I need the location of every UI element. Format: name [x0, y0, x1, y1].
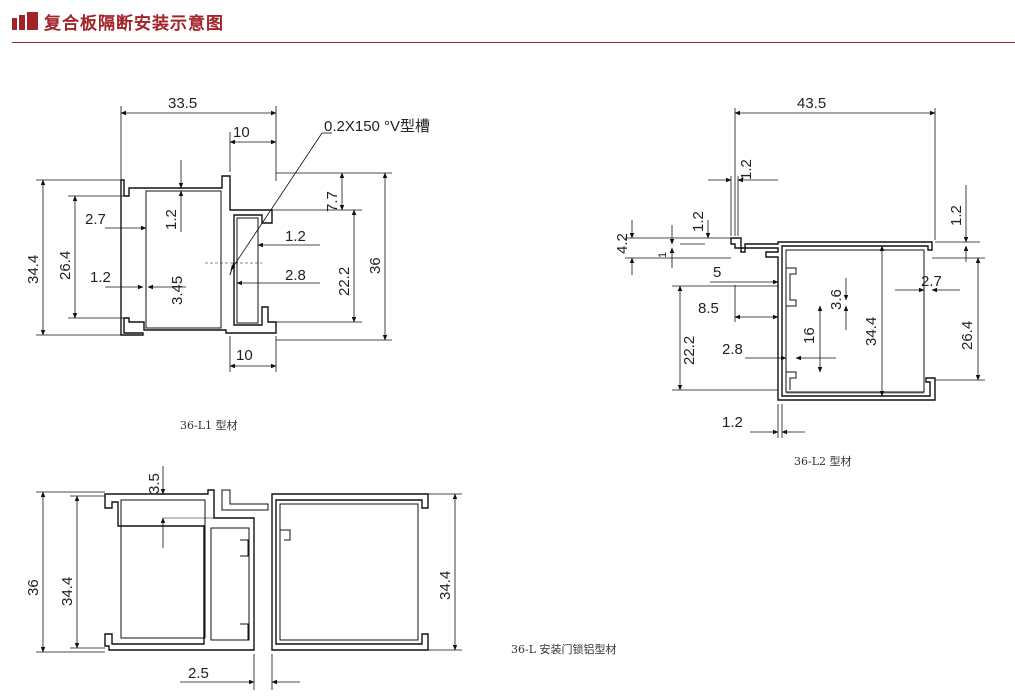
- l2-dim-offset: 8.5: [698, 300, 719, 317]
- profile-l1-drawing: [36, 106, 392, 372]
- lock-insert-slot-low: [240, 623, 249, 641]
- l2-dim-width: 43.5: [797, 95, 826, 112]
- l1-profile-outline: [120, 175, 277, 336]
- l2-dim-slot-gap: 2.8: [722, 341, 743, 358]
- l1-dim-lip-b: 3.45: [169, 276, 186, 305]
- l2-dim-tab-height: 1.2: [690, 211, 707, 232]
- l1-dim-outer-height: 34.4: [25, 255, 42, 284]
- l1-dim-bottom-slot: 10: [236, 347, 253, 364]
- header-bar-icon: [12, 12, 38, 30]
- lock-dim-top-step: 3.5: [146, 473, 163, 494]
- l1-dim-step: 7.7: [324, 191, 341, 212]
- l2-dim-lip: 5: [713, 264, 721, 281]
- l2-caption: 36-L2 型材: [794, 455, 852, 468]
- lock-mid-clip: [221, 489, 269, 511]
- lock-right-clip: [280, 529, 291, 541]
- lock-insert: [210, 527, 250, 641]
- l2-dim-span-left: 22.2: [681, 336, 698, 365]
- page-header: 复合板隔断安装示意图: [0, 0, 1015, 44]
- profile-l2-labels: 43.5 1.2 1.2 4.2 1 5 8.5 22.2 2.8 16 3.6…: [614, 95, 976, 431]
- lock-dim-height: 36: [25, 579, 42, 596]
- header-divider: [12, 42, 1015, 43]
- l1-caption: 36-L1 型材: [180, 419, 238, 432]
- lock-dim-inner-right: 34.4: [437, 571, 454, 600]
- page-title: 复合板隔断安装示意图: [44, 14, 224, 34]
- l2-inner-lip-top: [786, 267, 797, 307]
- l2-profile-outline: [730, 237, 936, 401]
- l1-dim-height: 36: [367, 257, 384, 274]
- l1-side-chamber: [236, 217, 259, 324]
- lock-right-outline: [271, 493, 429, 651]
- l1-dim-inner-height: 26.4: [57, 251, 74, 280]
- l2-dim-slot-depth: 16: [801, 327, 818, 344]
- l1-main-chamber: [145, 190, 222, 329]
- l2-dim-height-mid: 34.4: [863, 317, 880, 346]
- l1-dim-lip-a: 1.2: [90, 269, 111, 286]
- l1-dim-width: 33.5: [168, 95, 197, 112]
- lock-left-chamber: [120, 499, 206, 639]
- l2-inner-chamber: [785, 249, 925, 393]
- l2-dim-tab-width: 1.2: [738, 159, 755, 180]
- l2-inner-lip-bottom: [786, 371, 797, 390]
- l2-dim-base-wall: 1.2: [722, 414, 743, 431]
- l2-dim-left-small: 1: [657, 252, 669, 258]
- l1-dim-slot-gap: 2.8: [285, 267, 306, 284]
- lock-dim-inner-left: 34.4: [59, 577, 76, 606]
- profile-lock-labels: 3.5 36 34.4 34.4 2.5: [25, 473, 454, 682]
- l1-dim-wall-b: 1.2: [163, 209, 180, 230]
- profile-l1-labels: 33.5 10 0.2X150 °V型槽 10 2.7 1.2 1.2 3.45…: [25, 95, 430, 364]
- lock-dim-gap: 2.5: [188, 665, 209, 682]
- profile-l2-drawing: [625, 108, 985, 438]
- profile-lock-drawing: [36, 466, 462, 690]
- l1-groove-note: 0.2X150 °V型槽: [324, 118, 430, 135]
- l2-dim-corner-wall: 1.2: [948, 205, 965, 226]
- l2-dim-height-right: 26.4: [959, 321, 976, 350]
- l1-dim-top-slot: 10: [233, 124, 250, 141]
- l2-dim-left-height: 4.2: [614, 233, 631, 254]
- lock-caption: 36-L 安装门锁铝型材: [511, 643, 617, 656]
- l2-dim-wall: 2.7: [921, 273, 942, 290]
- l1-dim-inner-span: 22.2: [336, 267, 353, 296]
- l2-dim-inner-lip: 3.6: [828, 289, 845, 310]
- lock-insert-slot: [240, 539, 249, 557]
- l1-dim-wall-a: 2.7: [85, 211, 106, 228]
- l1-dim-wall-c: 1.2: [285, 228, 306, 245]
- lock-left-outline: [104, 489, 255, 651]
- lock-right-chamber: [279, 503, 419, 641]
